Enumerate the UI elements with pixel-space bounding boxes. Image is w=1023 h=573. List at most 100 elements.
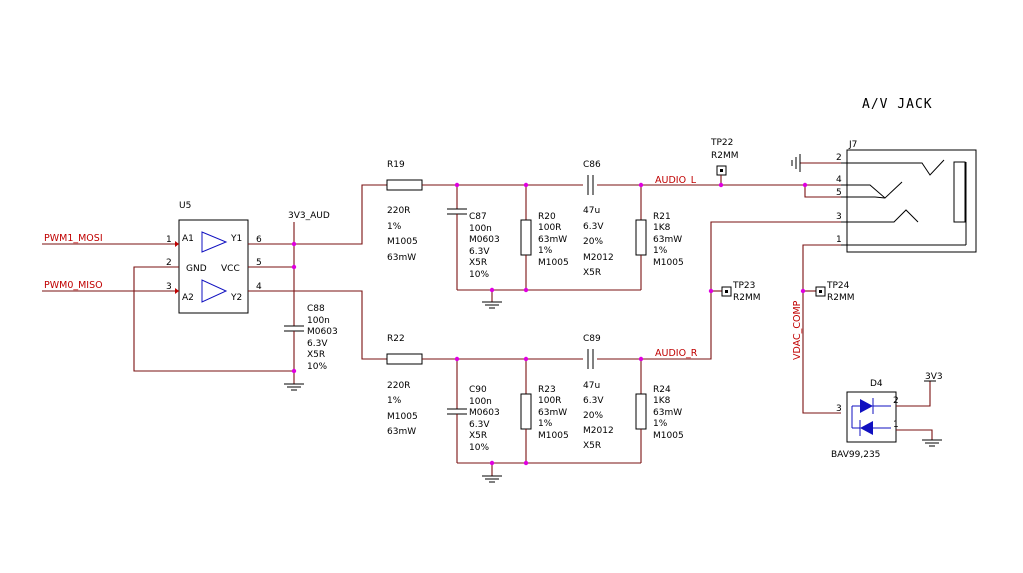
- c88-tol: 10%: [307, 362, 327, 372]
- buffer-triangle-2: [201, 279, 228, 303]
- c86-tol: 20%: [583, 237, 603, 247]
- junction-c87-top: [454, 182, 460, 188]
- r23-value: 100R: [538, 396, 561, 406]
- c88-dielectric: X5R: [307, 350, 325, 360]
- u5-pin-a2: A2: [182, 293, 194, 303]
- r19-power: 63mW: [387, 253, 416, 263]
- d4-pin-1: 1: [893, 420, 899, 430]
- junctions: [291, 182, 808, 466]
- net-audio-r: AUDIO_R: [655, 348, 698, 359]
- junction-tp24: [800, 288, 806, 294]
- r19-value: 220R: [387, 206, 410, 216]
- d4-ref: D4: [870, 379, 883, 389]
- c88-pkg: M0603: [307, 327, 338, 337]
- junction-c90-top: [454, 356, 460, 362]
- u5-pinnum-1: 1: [166, 235, 172, 245]
- c89-tol: 20%: [583, 411, 603, 421]
- u5-pin-vcc: VCC: [221, 264, 240, 274]
- tp22-ref: TP22: [710, 138, 733, 148]
- junction-r23-top: [523, 356, 529, 362]
- r23-tol: 1%: [538, 419, 553, 429]
- c90-voltage: 6.3V: [469, 420, 490, 430]
- u5-pinnum-6: 6: [256, 235, 262, 245]
- c88-capacitor: C88 100n M0603 6.3V X5R 10%: [284, 304, 338, 384]
- pin-arrow-a1: [175, 241, 179, 247]
- c90-tol: 10%: [469, 443, 489, 453]
- c89-pkg: M2012: [583, 426, 614, 436]
- r21-power: 63mW: [653, 235, 682, 245]
- tp23-ref: TP23: [732, 281, 755, 291]
- wire-d4-3v3: [896, 381, 931, 407]
- r24-resistor: R24 1K8 63mW 1% M1005: [635, 359, 684, 463]
- r22-resistor: R22 220R 1% M1005 63mW: [386, 334, 423, 437]
- c87-ref: C87: [469, 212, 487, 222]
- u5-buffer: U5 A1 GND A2 Y1 VCC Y2 1 2 3 6 5 4: [166, 201, 262, 314]
- wire-y2-r22: [248, 290, 387, 360]
- junction-gnd: [291, 368, 297, 374]
- c90-capacitor: C90 100n M0603 6.3V X5R 10%: [447, 359, 500, 463]
- r22-pkg: M1005: [387, 412, 418, 422]
- c89-dielectric: X5R: [583, 441, 601, 451]
- r23-pkg: M1005: [538, 431, 569, 441]
- net-3v3: 3V3: [925, 372, 943, 382]
- u5-pinnum-4: 4: [256, 282, 262, 292]
- tp22-value: R2MM: [711, 151, 739, 161]
- gnd-symbol-c88: [284, 383, 304, 391]
- j7-av-jack: J7 2 4 5 3 1: [836, 140, 977, 253]
- wire-y1-r19: [248, 184, 387, 245]
- c86-capacitor: C86 47u 6.3V 20% M2012 X5R: [583, 160, 614, 278]
- junction-tp23: [708, 288, 714, 294]
- net-3v3-aud: 3V3_AUD: [288, 211, 330, 221]
- u5-pinnum-3: 3: [166, 282, 172, 292]
- r19-resistor: R19 220R 1% M1005 63mW: [386, 160, 423, 263]
- u5-pin-y2: Y2: [230, 293, 242, 303]
- r24-ref: R24: [653, 385, 671, 395]
- r23-resistor: R23 100R 63mW 1% M1005: [520, 359, 569, 463]
- c87-value: 100n: [469, 224, 492, 234]
- j7-pin-1: 1: [836, 235, 842, 245]
- r21-resistor: R21 1K8 63mW 1% M1005: [635, 185, 684, 290]
- r19-tol: 1%: [387, 222, 402, 232]
- c87-capacitor: C87 100n M0603 6.3V X5R 10%: [447, 185, 500, 290]
- j7-pin-2: 2: [836, 153, 842, 163]
- net-audio-l: AUDIO_L: [655, 175, 697, 186]
- tp22-testpoint: TP22 R2MM: [710, 138, 739, 185]
- c89-capacitor: C89 47u 6.3V 20% M2012 X5R: [583, 334, 614, 451]
- r21-pkg: M1005: [653, 258, 684, 268]
- gnd-symbol-d4: [922, 439, 942, 447]
- r20-power: 63mW: [538, 235, 567, 245]
- net-vdac-comp: VDAC_COMP: [792, 300, 803, 360]
- c87-pkg: M0603: [469, 235, 500, 245]
- junction-r24-top: [638, 356, 644, 362]
- diode-upper-icon: [860, 399, 873, 413]
- c88-ref: C88: [307, 304, 325, 314]
- c87-tol: 10%: [469, 270, 489, 280]
- net-pwm1-mosi: PWM1_MOSI: [44, 233, 103, 244]
- r22-tol: 1%: [387, 396, 402, 406]
- j7-ref: J7: [848, 140, 857, 150]
- r23-ref: R23: [538, 385, 556, 395]
- r22-ref: R22: [387, 334, 405, 344]
- net-pwm0-miso: PWM0_MISO: [44, 280, 103, 291]
- j7-pin-4: 4: [836, 175, 842, 185]
- j7-contact-ring: [841, 209, 919, 223]
- r24-pkg: M1005: [653, 431, 684, 441]
- wire-u5-gnd: [133, 266, 294, 372]
- c89-ref: C89: [583, 334, 601, 344]
- c90-pkg: M0603: [469, 408, 500, 418]
- r24-value: 1K8: [653, 396, 671, 406]
- r19-pkg: M1005: [387, 237, 418, 247]
- tp23-value: R2MM: [733, 293, 761, 303]
- r20-value: 100R: [538, 223, 561, 233]
- r22-power: 63mW: [387, 427, 416, 437]
- section-title: A/V JACK: [862, 97, 933, 112]
- diode-lower-icon: [860, 421, 873, 435]
- junction-left-gnd: [489, 287, 495, 293]
- gnd-symbol-left: [482, 301, 502, 309]
- c86-dielectric: X5R: [583, 268, 601, 278]
- d4-pin-3: 3: [836, 404, 842, 414]
- r22-value: 220R: [387, 381, 410, 391]
- r21-value: 1K8: [653, 223, 671, 233]
- j7-pin-3: 3: [836, 212, 842, 222]
- r21-ref: R21: [653, 212, 671, 222]
